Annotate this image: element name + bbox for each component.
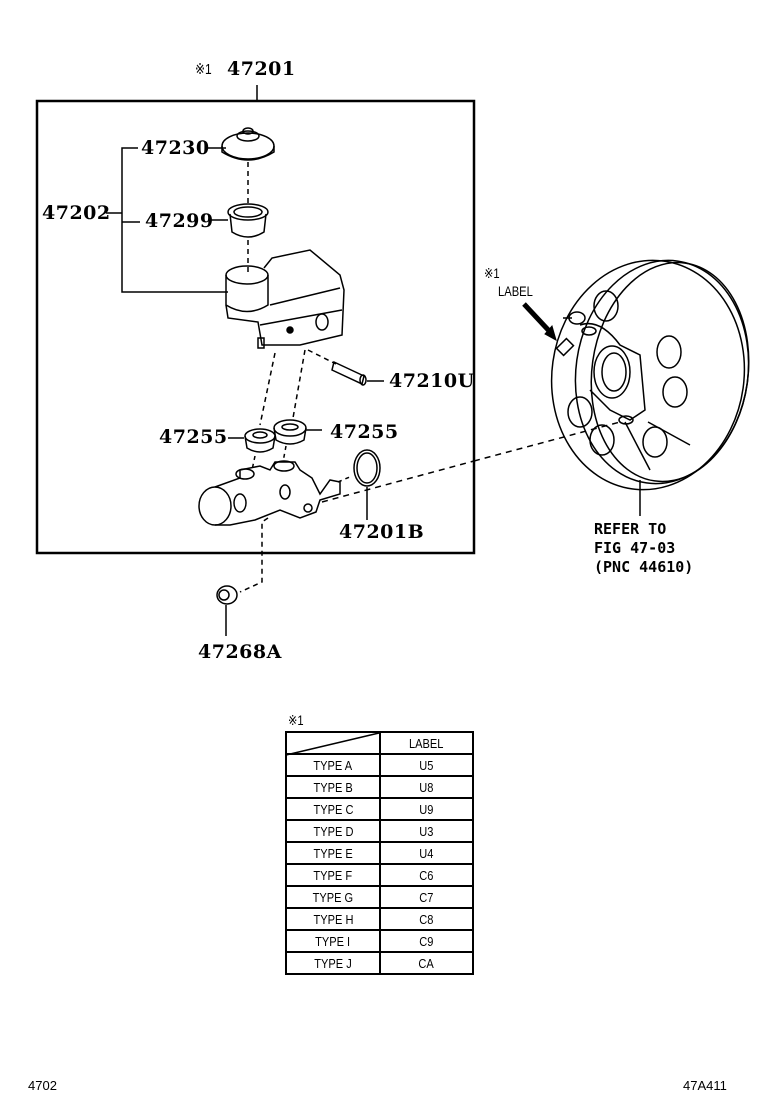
type-cell: TYPE D: [285, 819, 381, 843]
bracket-47202: [121, 147, 228, 293]
type-cell: TYPE I: [285, 929, 381, 953]
label-cell: U3: [379, 819, 474, 843]
master-cylinder-drawing: [198, 460, 341, 526]
grommet-left-drawing: [244, 428, 276, 453]
nut-drawing: [216, 585, 238, 605]
type-cell: TYPE C: [285, 797, 381, 821]
refer-line-2: FIG 47-03: [594, 539, 676, 557]
part-label-47202[interactable]: 47202: [42, 202, 111, 224]
figure-code-right: 47A411: [683, 1078, 727, 1093]
assembly-note-mark: ※1: [195, 61, 212, 78]
part-label-47201b[interactable]: 47201B: [339, 521, 425, 543]
label-cell: U9: [379, 797, 474, 821]
header-corner-cell: [285, 731, 381, 755]
reservoir-drawing: [225, 249, 345, 349]
label-cell: U4: [379, 841, 474, 865]
o-ring-drawing: [353, 449, 381, 487]
label-cell: C6: [379, 863, 474, 887]
refer-line-1: REFER TO: [594, 520, 667, 538]
type-cell: TYPE G: [285, 885, 381, 909]
type-cell: TYPE H: [285, 907, 381, 931]
label-cell: U5: [379, 753, 474, 777]
refer-line-3: (PNC 44610): [594, 558, 694, 576]
part-label-47255-left[interactable]: 47255: [159, 426, 228, 448]
assembly-frame: [35, 99, 476, 555]
label-cell: C7: [379, 885, 474, 909]
label-cell: U8: [379, 775, 474, 799]
part-label-47268a[interactable]: 47268A: [198, 641, 282, 663]
part-label-47210u[interactable]: 47210U: [389, 370, 475, 392]
type-cell: TYPE A: [285, 753, 381, 777]
type-cell: TYPE F: [285, 863, 381, 887]
legend-note-mark: ※1: [288, 712, 304, 728]
booster-note-mark: ※1: [484, 265, 500, 281]
header-label-cell: LABEL: [379, 731, 474, 755]
label-cell: C9: [379, 929, 474, 953]
reservoir-cap-drawing: [221, 127, 275, 161]
part-label-47201[interactable]: 47201: [227, 58, 296, 80]
part-label-47230[interactable]: 47230: [141, 137, 210, 159]
part-label-47255-right[interactable]: 47255: [330, 421, 399, 443]
booster-reference[interactable]: REFER TO FIG 47-03 (PNC 44610): [594, 520, 693, 577]
type-cell: TYPE J: [285, 951, 381, 975]
pin-drawing: [331, 360, 367, 386]
brake-booster-drawing: [550, 259, 750, 491]
label-cell: CA: [379, 951, 474, 975]
label-callout: LABEL: [498, 283, 533, 299]
type-cell: TYPE E: [285, 841, 381, 865]
figure-code-left: 4702: [28, 1078, 57, 1093]
grommet-right-drawing: [273, 419, 307, 445]
part-label-47299[interactable]: 47299: [145, 210, 214, 232]
label-cell: C8: [379, 907, 474, 931]
table-header-row: LABEL: [285, 731, 474, 755]
strainer-drawing: [227, 203, 269, 238]
type-cell: TYPE B: [285, 775, 381, 799]
